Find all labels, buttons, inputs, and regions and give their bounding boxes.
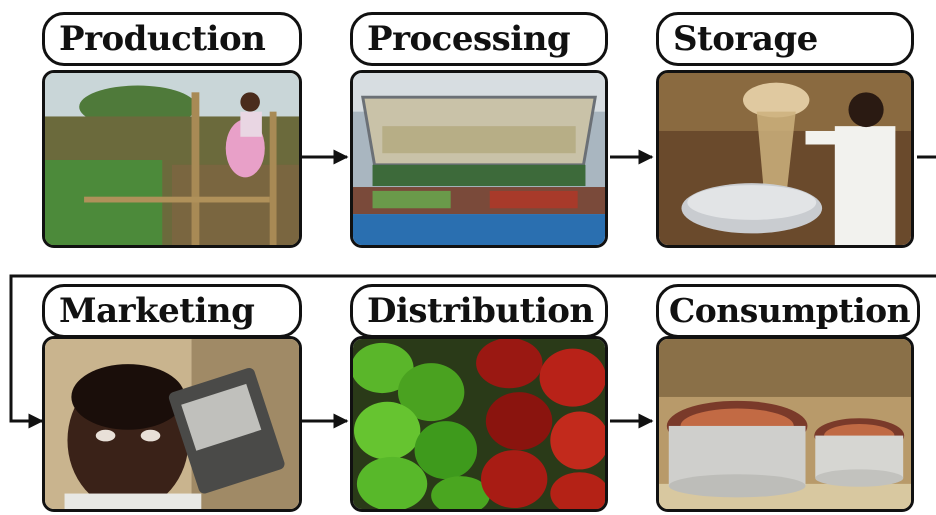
row-wrap-connector	[9, 274, 936, 429]
consumption-photo	[656, 336, 914, 512]
marketing-label: Marketing	[42, 284, 302, 338]
processing-photo	[350, 70, 608, 248]
processing-label: Processing	[350, 12, 608, 66]
marketing-photo	[42, 336, 302, 512]
consumption-label: Consumption	[656, 284, 920, 338]
storage-photo	[656, 70, 914, 248]
distribution-label: Distribution	[350, 284, 608, 338]
distribution-photo	[350, 336, 608, 512]
production-photo	[42, 70, 302, 248]
storage-label: Storage	[656, 12, 914, 66]
production-label: Production	[42, 12, 302, 66]
